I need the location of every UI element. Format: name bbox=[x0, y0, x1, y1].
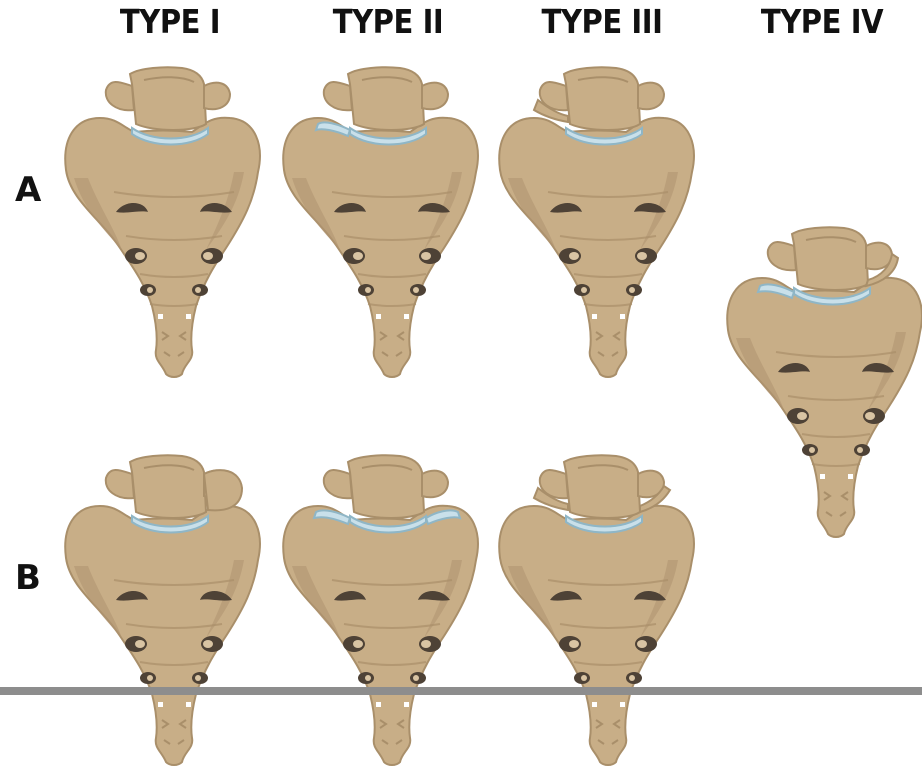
header-type-iii: TYPE III bbox=[514, 2, 690, 50]
row-label-b: B bbox=[15, 558, 41, 598]
header-type-ii: TYPE II bbox=[300, 2, 476, 50]
sacrum-type-ii-b bbox=[262, 448, 502, 778]
bottom-bar bbox=[0, 687, 922, 695]
row-label-a: A bbox=[15, 170, 41, 210]
sacrum-type-iii-a bbox=[478, 60, 718, 390]
sacrum-type-ii-a bbox=[262, 60, 502, 390]
header-type-i: TYPE I bbox=[82, 2, 258, 50]
sacrum-type-iv bbox=[706, 220, 922, 550]
header-type-iv: TYPE IV bbox=[734, 2, 910, 50]
sacrum-type-iii-b bbox=[478, 448, 718, 778]
right-transverse-process bbox=[204, 470, 242, 510]
sacrum-type-i-a bbox=[44, 60, 284, 390]
sacrum-type-i-b bbox=[44, 448, 284, 778]
